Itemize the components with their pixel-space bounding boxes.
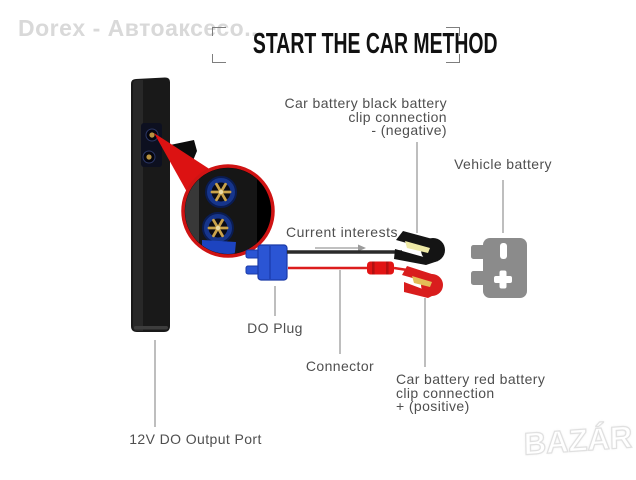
label-negative-clip: Car battery black battery clip connectio…	[284, 95, 447, 138]
title-frame: START THE CAR METHOD	[212, 27, 498, 63]
title-bracket-bottom-left	[212, 54, 226, 63]
label-positive-clip: Car battery red battery clip connection …	[396, 371, 546, 414]
label-connector: Connector	[305, 358, 375, 374]
magnifier-circle-icon	[181, 164, 275, 258]
battery-plus-mark	[494, 270, 512, 289]
magnified-port-bottom	[202, 212, 234, 244]
vehicle-battery-icon	[471, 238, 527, 298]
title-bracket-top-right	[446, 27, 460, 36]
black-clip-icon	[394, 231, 445, 265]
label-do-plug: DO Plug	[247, 320, 303, 336]
seller-watermark: Dorex - Автоаксесо...	[18, 15, 265, 41]
title-bracket-bottom-right	[446, 54, 460, 63]
device-output-ports	[141, 123, 162, 167]
magnified-port-top	[205, 176, 237, 208]
inline-connector	[367, 261, 394, 275]
battery-minus-mark	[500, 243, 507, 259]
ec5-plug-icon	[245, 244, 288, 281]
red-clip-icon	[402, 266, 443, 298]
label-output-port: 12V DO Output Port	[129, 431, 262, 447]
label-vehicle-battery: Vehicle battery	[454, 156, 552, 172]
label-current-flow: Current interests	[286, 224, 398, 240]
callout-lines	[154, 142, 504, 427]
title-bracket-top-left	[212, 27, 226, 36]
current-direction-arrow-icon	[315, 244, 366, 252]
